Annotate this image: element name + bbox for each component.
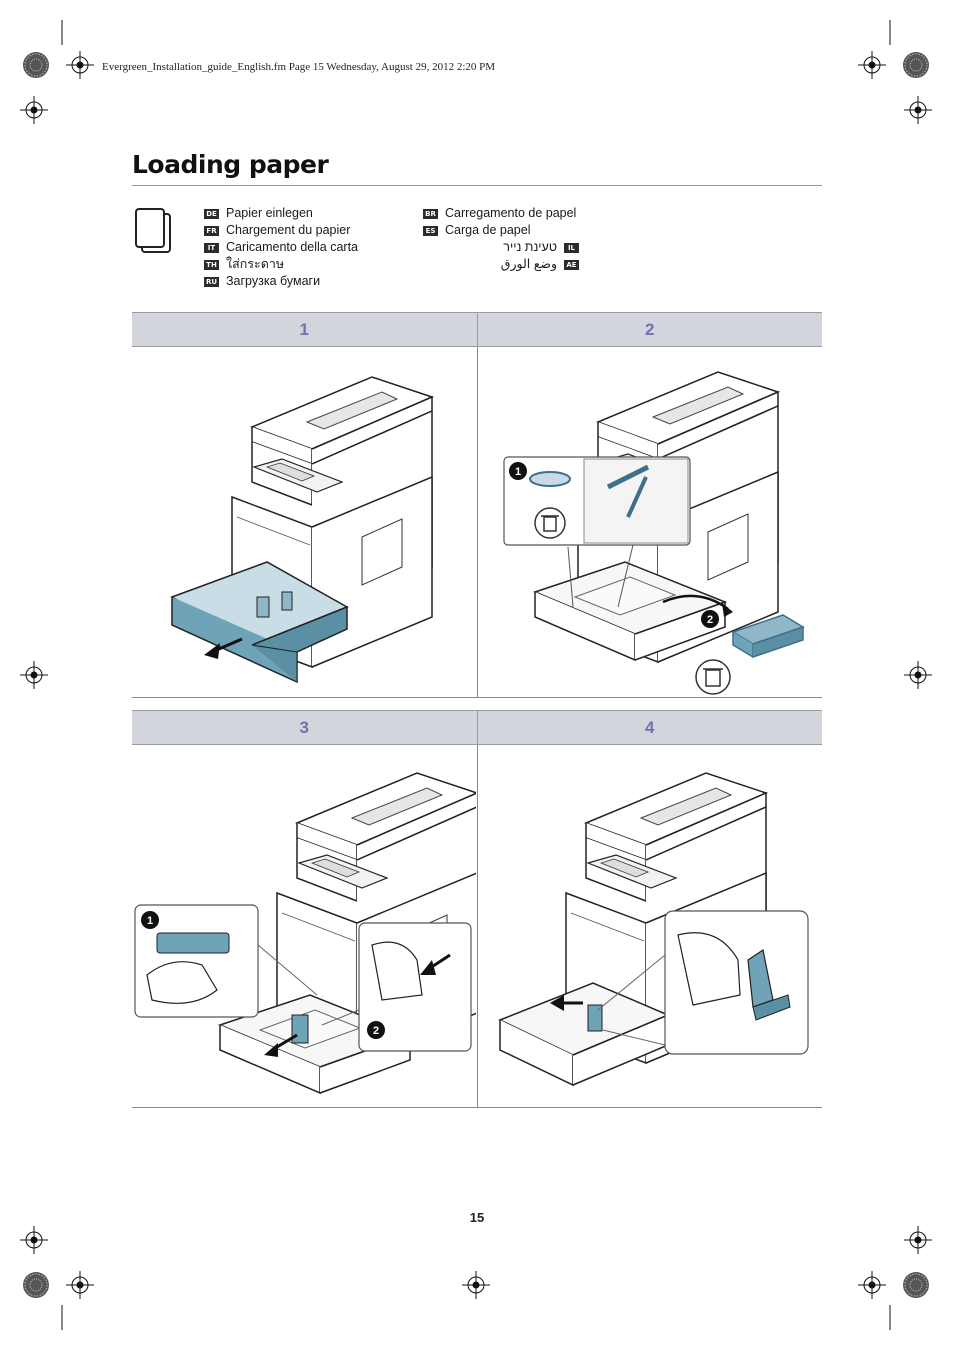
step-1-number: 1 <box>299 320 309 339</box>
lang-badge-br: BR <box>423 208 438 219</box>
lang-badge-il: IL <box>564 242 579 253</box>
translation-text: Papier einlegen <box>226 206 313 220</box>
file-info-header: Evergreen_Installation_guide_English.fm … <box>102 61 496 73</box>
recycle-bin-icon <box>533 507 566 539</box>
page-number: 15 <box>469 1210 485 1225</box>
translation-text: טעינת נייר <box>503 240 557 254</box>
lang-badge-ru: RU <box>204 276 219 287</box>
translation-es: ES Carga de papel <box>423 222 579 239</box>
lang-badge-de: DE <box>204 208 219 219</box>
translation-il: טעינת נייר IL <box>423 239 579 256</box>
step-header-row: 3 4 <box>132 710 822 745</box>
lang-badge-it: IT <box>204 242 219 253</box>
callout-2-label: 2 <box>373 1025 379 1037</box>
translation-th: TH ใส่กระดาษ <box>204 256 358 273</box>
lang-badge-th: TH <box>204 259 219 270</box>
length-guide-illustration <box>497 772 809 1087</box>
callout-1-label: 1 <box>514 466 520 478</box>
step-2-illustration: 1 2 <box>476 347 823 697</box>
callout-1-badge <box>508 462 527 480</box>
translation-text: Carregamento de papel <box>445 206 577 220</box>
translations-left: DE Papier einlegen FR Chargement du papier… <box>204 205 358 290</box>
page-title: Loading paper <box>132 150 329 179</box>
step-4-illustration <box>476 745 823 1107</box>
callout-2-label: 2 <box>706 614 712 626</box>
guide-adjust-illustration: 1 2 <box>134 772 476 1094</box>
callout-2-badge <box>700 610 719 628</box>
title-rule <box>132 185 822 186</box>
translation-text: ใส่กระดาษ <box>226 257 285 271</box>
step-3-illustration: 1 2 <box>132 745 477 1107</box>
pages-icon <box>135 208 171 253</box>
step-4-number: 4 <box>476 711 823 744</box>
translation-text: Chargement du papier <box>226 223 351 237</box>
step-3-number: 3 <box>299 718 309 737</box>
step-body-row: 1 2 <box>132 347 822 698</box>
translation-br: BR Carregamento de papel <box>423 205 579 222</box>
translation-text: وضع الورق <box>500 257 557 271</box>
step-2-number: 2 <box>476 313 823 346</box>
step-1-illustration <box>132 347 477 697</box>
callout-2-badge <box>367 1021 385 1039</box>
translation-text: Carga de papel <box>445 223 531 237</box>
translation-text: Caricamento della carta <box>226 240 359 254</box>
recycle-bin-icon <box>694 659 731 695</box>
steps-row-1: 1 2 <box>132 312 822 698</box>
callout-1-label: 1 <box>147 915 153 927</box>
translation-ru: RU Загрузка бумаги <box>204 273 358 290</box>
steps-row-2: 3 4 1 2 <box>132 710 822 1108</box>
translations-right: BR Carregamento de papel ES Carga de papel… <box>423 205 579 273</box>
step-header-row: 1 2 <box>132 312 822 347</box>
lang-badge-ae: AE <box>564 259 579 270</box>
translation-text: Загрузка бумаги <box>226 274 321 288</box>
lang-badge-es: ES <box>423 225 438 236</box>
lang-badge-fr: FR <box>204 225 219 236</box>
callout-1-badge <box>141 911 159 929</box>
printer-tray-pull-illustration <box>170 376 433 684</box>
translation-it: IT Caricamento della carta <box>204 239 358 256</box>
translation-fr: FR Chargement du papier <box>204 222 358 239</box>
translation-ae: وضع الورق AE <box>423 256 579 273</box>
step-body-row: 1 2 <box>132 745 822 1108</box>
translation-de: DE Papier einlegen <box>204 205 358 222</box>
packing-removal-illustration: 1 2 <box>502 371 805 695</box>
